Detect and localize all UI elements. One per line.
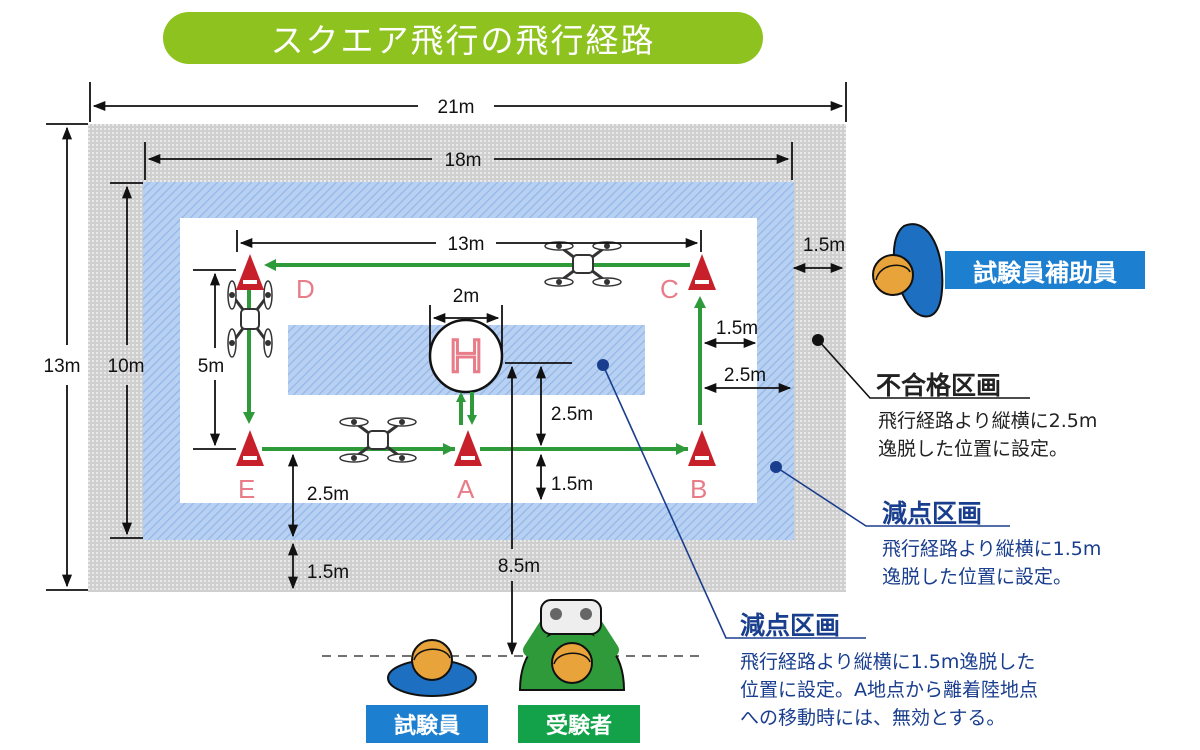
examiner-tag: 試験員 — [366, 705, 488, 743]
callout-dot — [812, 334, 824, 346]
callout-lines — [602, 339, 1030, 639]
cone-icon — [236, 430, 264, 466]
page-title: スクエア飛行の飛行経路 — [163, 12, 763, 64]
dim-18m: 18m — [445, 150, 482, 171]
deduction-zone-inner-line: への移動時には、無効とする。 — [740, 707, 1006, 729]
assistant-person-icon — [872, 223, 944, 318]
fail-zone-note: 飛行経路より縦横に2.5m 逸脱した位置に設定。 — [878, 407, 1097, 463]
dim-1-5m-bottom: 1.5m — [307, 562, 349, 583]
controller-icon — [540, 599, 602, 635]
dim-13m-course: 13m — [448, 234, 485, 255]
deduction-zone-line: 飛行経路より縦横に1.5m — [882, 538, 1102, 560]
examinee-person-icon — [518, 599, 626, 691]
cone-icon — [688, 254, 716, 290]
cone-icon — [688, 430, 716, 466]
cone-icon — [236, 254, 264, 290]
deduction-zone-inner-note: 飛行経路より縦横に1.5m逸脱した 位置に設定。A地点から離着陸地点 への移動時… — [740, 648, 1038, 732]
point-label-a: A — [457, 474, 475, 504]
examinee-tag: 受験者 — [518, 705, 640, 743]
fail-zone-line: 逸脱した位置に設定。 — [878, 438, 1069, 460]
point-label-b: B — [690, 474, 707, 504]
helipad-letter: H — [449, 330, 482, 382]
point-label-d: D — [296, 274, 315, 304]
callout-dot — [770, 461, 782, 473]
cone-icon — [454, 430, 482, 466]
deduction-zone-inner-line: 位置に設定。A地点から離着陸地点 — [740, 679, 1038, 701]
deduction-zone-heading: 減点区画 — [882, 499, 983, 528]
dim-10m: 10m — [108, 356, 145, 377]
dim-1-5m-blue: 1.5m — [716, 318, 758, 339]
dim-13m-height: 13m — [44, 356, 81, 377]
deduction-zone-inner-heading: 減点区画 — [740, 611, 841, 640]
point-label-e: E — [238, 474, 255, 504]
callout-dot — [597, 359, 609, 371]
dim-1-5m-inner: 1.5m — [551, 474, 593, 495]
dim-5m: 5m — [198, 356, 224, 377]
deduction-zone-inner-line: 飛行経路より縦横に1.5m逸脱した — [740, 651, 1036, 673]
dimension-lines — [46, 82, 847, 656]
fail-zone-heading: 不合格区画 — [876, 371, 1002, 400]
deduction-zone-note: 飛行経路より縦横に1.5m 逸脱した位置に設定。 — [882, 535, 1101, 591]
dim-2-5m-pad: 2.5m — [551, 404, 593, 425]
dim-2-5m-right: 2.5m — [724, 365, 766, 386]
fail-zone-line: 飛行経路より縦横に2.5m — [878, 410, 1098, 432]
assistant-tag: 試験員補助員 — [945, 251, 1145, 289]
dim-21m: 21m — [438, 97, 475, 118]
dim-2m: 2m — [453, 286, 479, 307]
dim-1-5m-right: 1.5m — [803, 235, 845, 256]
dim-2-5m-bottom: 2.5m — [307, 484, 349, 505]
examiner-person-icon — [387, 639, 477, 697]
deduction-zone-line: 逸脱した位置に設定。 — [882, 566, 1073, 588]
dim-8-5m: 8.5m — [498, 556, 540, 577]
point-label-c: C — [660, 274, 679, 304]
